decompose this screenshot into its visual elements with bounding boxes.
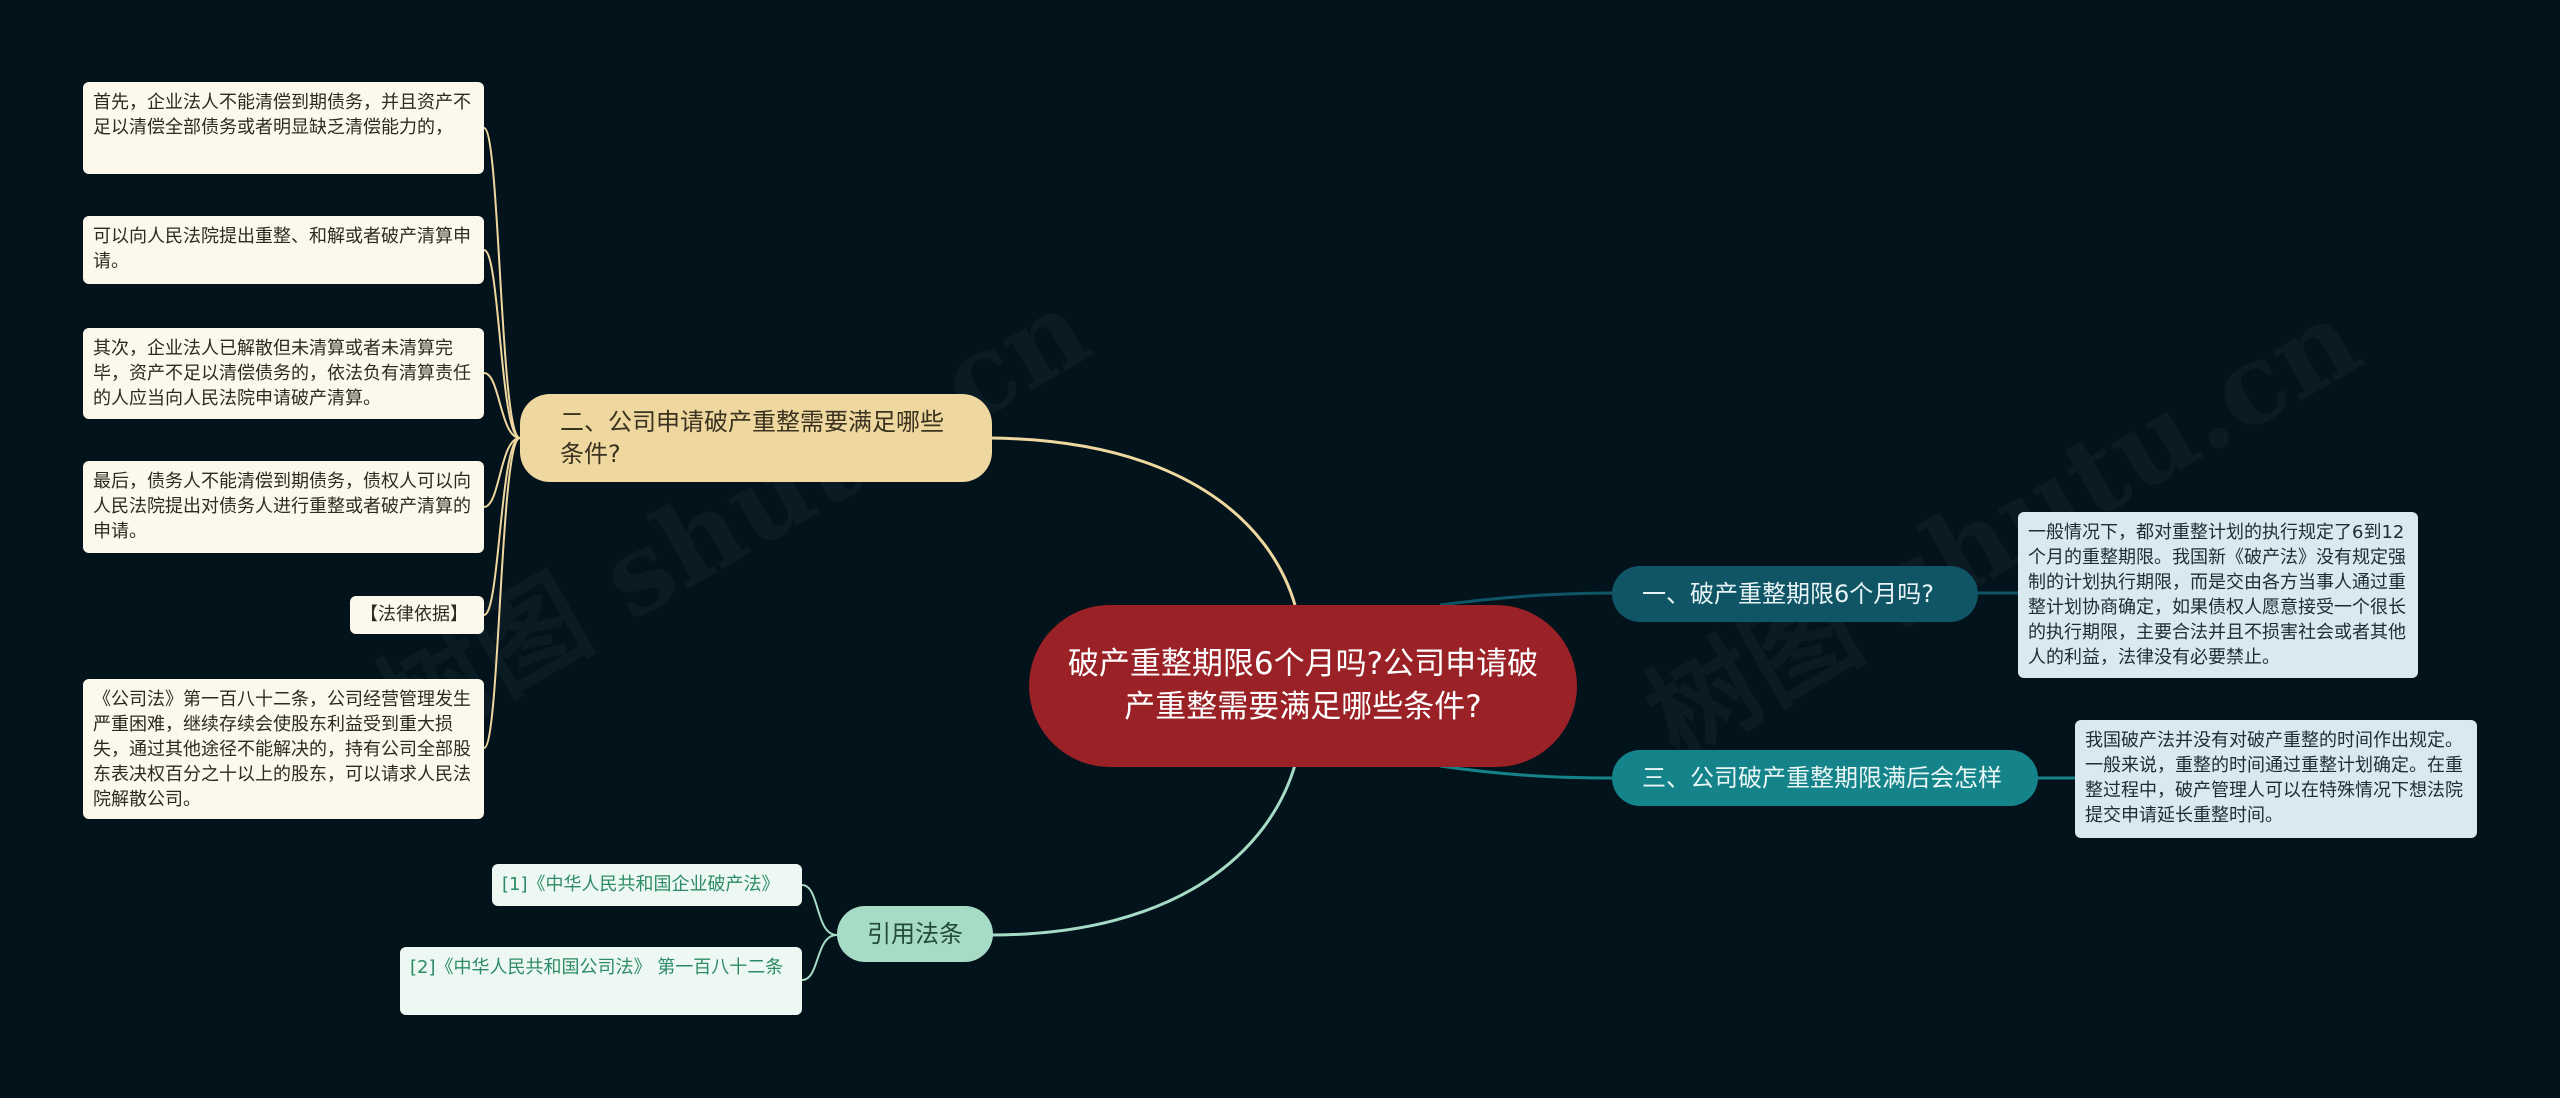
- detail-expiry-text: 我国破产法并没有对破产重整的时间作出规定。一般来说，重整的时间通过重整计划确定。…: [2085, 730, 2463, 826]
- link-b2-leaf-1: [483, 249, 521, 439]
- link-root-b4: [989, 764, 1297, 937]
- branch-expiry-label: 三、公司破产重整期限满后会怎样: [1642, 764, 2002, 792]
- link-b2-leaf-2: [483, 372, 521, 439]
- leaf-condition-4: 最后，债务人不能清偿到期债务，债权人可以向人民法院提出对债务人进行重整或者破产清…: [83, 461, 484, 553]
- branch-conditions-label: 二、公司申请破产重整需要满足哪些条件?: [560, 408, 944, 468]
- leaf-condition-3: 其次，企业法人已解散但未清算或者未清算完毕，资产不足以清偿债务的，依法负有清算责…: [83, 328, 484, 419]
- leaf-text: 【法律依据】: [360, 604, 468, 625]
- link-root-b3: [1439, 764, 1613, 780]
- citation-bankruptcy-law[interactable]: [1]《中华人民共和国企业破产法》: [492, 864, 802, 906]
- link-b2-leaf-3: [483, 437, 521, 508]
- citation-text: [2]《中华人民共和国公司法》 第一百八十二条: [410, 957, 784, 978]
- branch-conditions[interactable]: 二、公司申请破产重整需要满足哪些条件?: [520, 394, 992, 482]
- branch-period[interactable]: 一、破产重整期限6个月吗?: [1612, 566, 1978, 622]
- root-node[interactable]: 破产重整期限6个月吗?公司申请破产重整需要满足哪些条件?: [1029, 605, 1577, 767]
- detail-period: 一般情况下，都对重整计划的执行规定了6到12个月的重整期限。我国新《破产法》没有…: [2018, 512, 2418, 678]
- detail-expiry: 我国破产法并没有对破产重整的时间作出规定。一般来说，重整的时间通过重整计划确定。…: [2075, 720, 2477, 838]
- leaf-text: 首先，企业法人不能清偿到期债务，并且资产不足以清偿全部债务或者明显缺乏清偿能力的…: [93, 92, 471, 138]
- leaf-text: 其次，企业法人已解散但未清算或者未清算完毕，资产不足以清偿债务的，依法负有清算责…: [93, 338, 471, 409]
- branch-citations[interactable]: 引用法条: [837, 906, 993, 962]
- link-root-b2: [989, 436, 1297, 606]
- link-b2-leaf-0: [483, 127, 521, 439]
- leaf-company-law: 《公司法》第一百八十二条，公司经营管理发生严重困难，继续存续会使股东利益受到重大…: [83, 679, 484, 819]
- leaf-text: 可以向人民法院提出重整、和解或者破产清算申请。: [93, 226, 471, 272]
- citation-text: [1]《中华人民共和国企业破产法》: [502, 874, 780, 895]
- link-b4-leaf-1: [801, 934, 838, 981]
- detail-period-text: 一般情况下，都对重整计划的执行规定了6到12个月的重整期限。我国新《破产法》没有…: [2028, 522, 2406, 668]
- citation-company-law[interactable]: [2]《中华人民共和国公司法》 第一百八十二条: [400, 947, 802, 1015]
- link-b4-leaf-0: [801, 884, 838, 936]
- branch-citations-label: 引用法条: [867, 920, 963, 948]
- leaf-condition-1: 首先，企业法人不能清偿到期债务，并且资产不足以清偿全部债务或者明显缺乏清偿能力的…: [83, 82, 484, 174]
- link-b2-leaf-5: [483, 437, 521, 749]
- root-label: 破产重整期限6个月吗?公司申请破产重整需要满足哪些条件?: [1067, 646, 1539, 725]
- leaf-condition-2: 可以向人民法院提出重整、和解或者破产清算申请。: [83, 216, 484, 284]
- leaf-text: 最后，债务人不能清偿到期债务，债权人可以向人民法院提出对债务人进行重整或者破产清…: [93, 471, 471, 542]
- leaf-legal-basis: 【法律依据】: [350, 596, 484, 634]
- leaf-text: 《公司法》第一百八十二条，公司经营管理发生严重困难，继续存续会使股东利益受到重大…: [93, 689, 471, 810]
- link-root-b1: [1439, 591, 1613, 607]
- link-b2-leaf-4: [483, 437, 521, 616]
- branch-expiry[interactable]: 三、公司破产重整期限满后会怎样: [1612, 750, 2038, 806]
- branch-period-label: 一、破产重整期限6个月吗?: [1642, 580, 1935, 608]
